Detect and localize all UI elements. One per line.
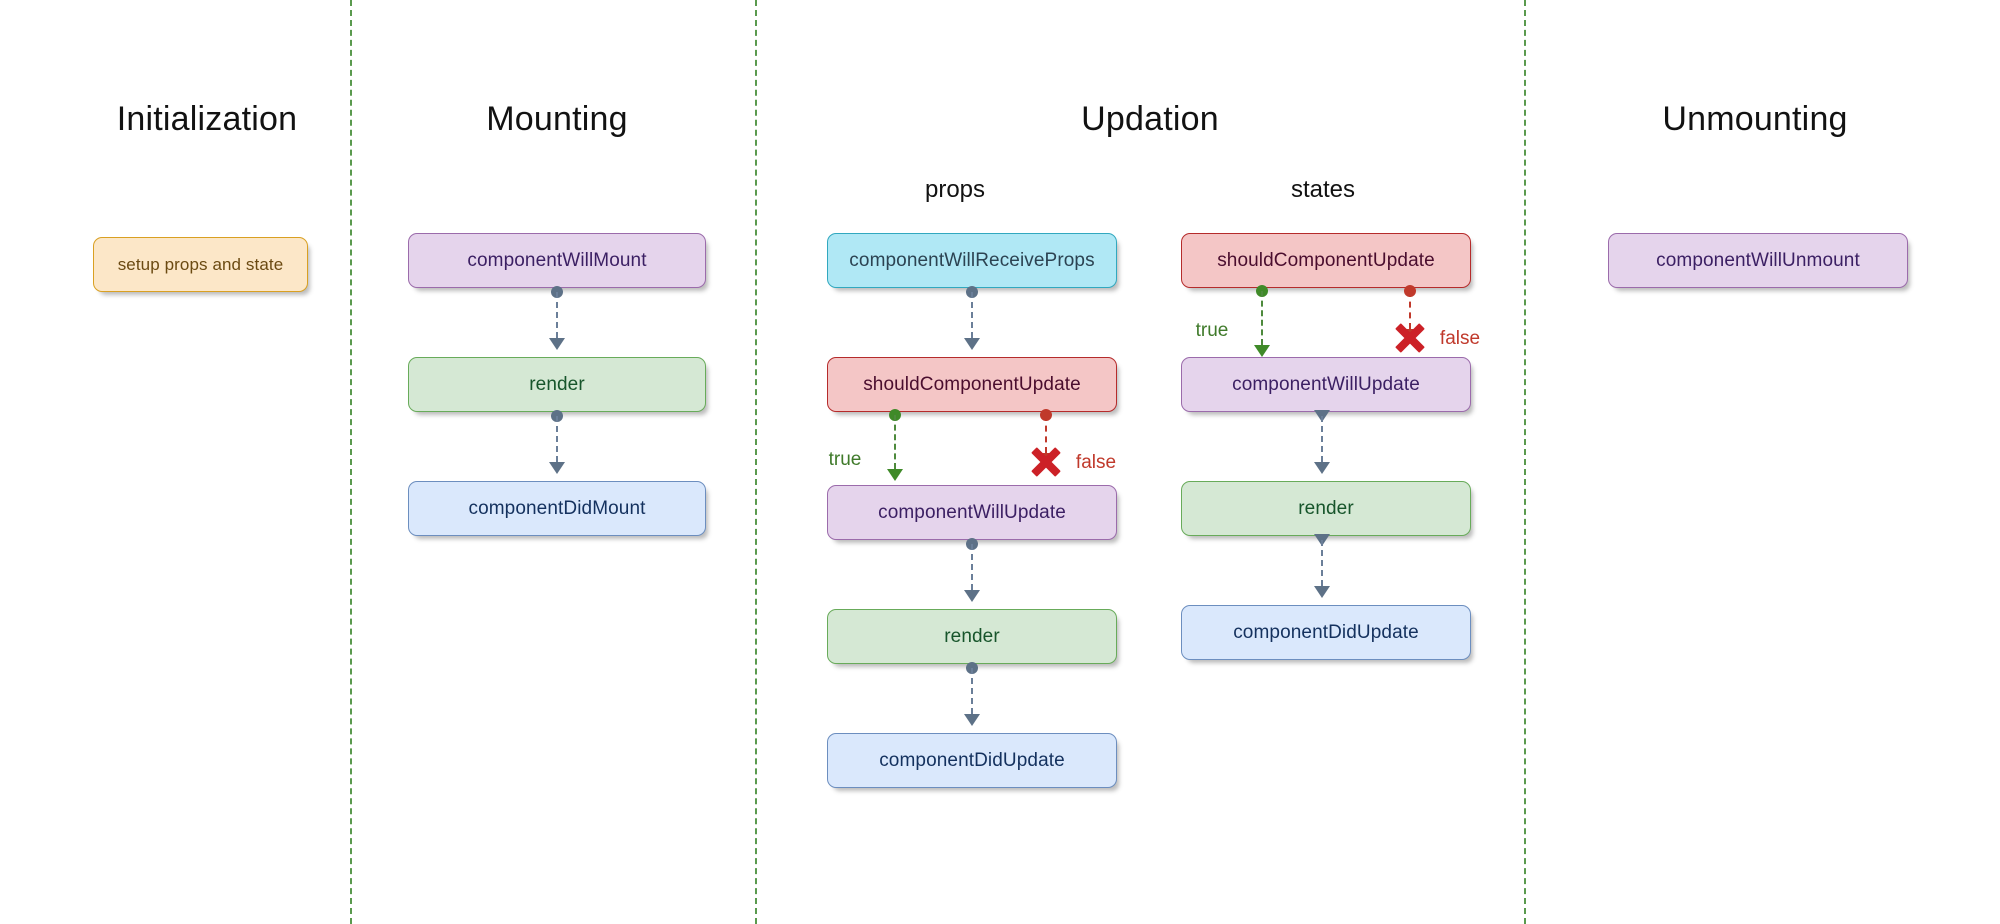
node-component-will-mount[interactable]: componentWillMount bbox=[408, 233, 706, 288]
connector-line-mounting-2 bbox=[556, 416, 558, 462]
subheading-states: states bbox=[1290, 176, 1356, 203]
subheading-props: props bbox=[924, 176, 986, 203]
branch-label-true-states: true bbox=[1195, 320, 1229, 341]
node-should-component-update-props[interactable]: shouldComponentUpdate bbox=[827, 357, 1117, 412]
connector-arrow-mounting-1 bbox=[549, 338, 565, 350]
branch-line-true-props bbox=[894, 415, 896, 469]
connector-arrow-states-1b bbox=[1314, 462, 1330, 474]
node-component-did-mount[interactable]: componentDidMount bbox=[408, 481, 706, 536]
node-render-mounting[interactable]: render bbox=[408, 357, 706, 412]
connector-arrow-props-2 bbox=[964, 590, 980, 602]
node-component-did-update-states[interactable]: componentDidUpdate bbox=[1181, 605, 1471, 660]
section-divider-3 bbox=[1524, 0, 1526, 924]
connector-arrow-props-3 bbox=[964, 714, 980, 726]
branch-line-false-props bbox=[1045, 415, 1047, 453]
branch-arrow-true-states bbox=[1254, 345, 1270, 357]
section-title-unmounting: Unmounting bbox=[1662, 100, 1848, 138]
node-setup-props-and-state[interactable]: setup props and state bbox=[93, 237, 308, 292]
connector-line-props-2 bbox=[971, 544, 973, 590]
branch-arrow-true-props bbox=[887, 469, 903, 481]
connector-arrow-mounting-2 bbox=[549, 462, 565, 474]
connector-line-props-3 bbox=[971, 668, 973, 714]
branch-line-true-states bbox=[1261, 291, 1263, 345]
branch-x-icon-props bbox=[1029, 445, 1063, 479]
section-divider-1 bbox=[350, 0, 352, 924]
node-render-states[interactable]: render bbox=[1181, 481, 1471, 536]
connector-line-props-1 bbox=[971, 292, 973, 338]
section-divider-2 bbox=[755, 0, 757, 924]
node-component-will-update-states[interactable]: componentWillUpdate bbox=[1181, 357, 1471, 412]
branch-label-true-props: true bbox=[828, 449, 862, 470]
node-render-props[interactable]: render bbox=[827, 609, 1117, 664]
connector-line-mounting-1 bbox=[556, 292, 558, 338]
node-should-component-update-states[interactable]: shouldComponentUpdate bbox=[1181, 233, 1471, 288]
connector-arrow-props-1 bbox=[964, 338, 980, 350]
section-title-initialization: Initialization bbox=[116, 100, 298, 138]
section-title-updation: Updation bbox=[1081, 100, 1219, 138]
branch-label-false-props: false bbox=[1075, 452, 1117, 473]
connector-arrow-states-2b bbox=[1314, 586, 1330, 598]
node-component-will-update-props[interactable]: componentWillUpdate bbox=[827, 485, 1117, 540]
section-title-mounting: Mounting bbox=[486, 100, 628, 138]
node-component-did-update-props[interactable]: componentDidUpdate bbox=[827, 733, 1117, 788]
branch-x-icon-states bbox=[1393, 321, 1427, 355]
node-component-will-unmount[interactable]: componentWillUnmount bbox=[1608, 233, 1908, 288]
node-component-will-receive-props[interactable]: componentWillReceiveProps bbox=[827, 233, 1117, 288]
branch-label-false-states: false bbox=[1439, 328, 1481, 349]
connector-line-states-2 bbox=[1321, 540, 1323, 586]
branch-line-false-states bbox=[1409, 291, 1411, 329]
connector-line-states-1 bbox=[1321, 416, 1323, 462]
